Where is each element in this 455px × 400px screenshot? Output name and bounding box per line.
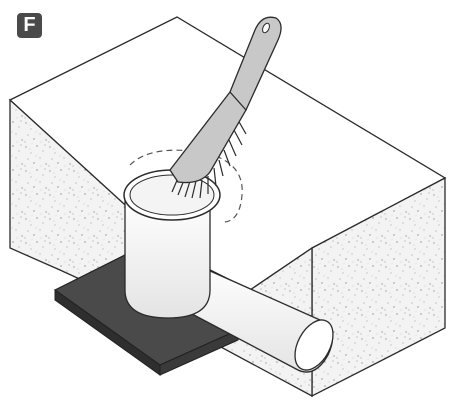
vertical-pipe-inner-rim xyxy=(129,174,215,216)
wire-brush xyxy=(169,16,282,199)
vertical-pipe-sleeve xyxy=(124,194,211,319)
base-plate-edge-right xyxy=(159,329,239,376)
step-badge: F xyxy=(17,13,42,38)
horizontal-pipe-end xyxy=(294,319,334,371)
wire-brush-handle xyxy=(229,16,282,112)
wire-brush-hang-hole xyxy=(262,22,270,34)
